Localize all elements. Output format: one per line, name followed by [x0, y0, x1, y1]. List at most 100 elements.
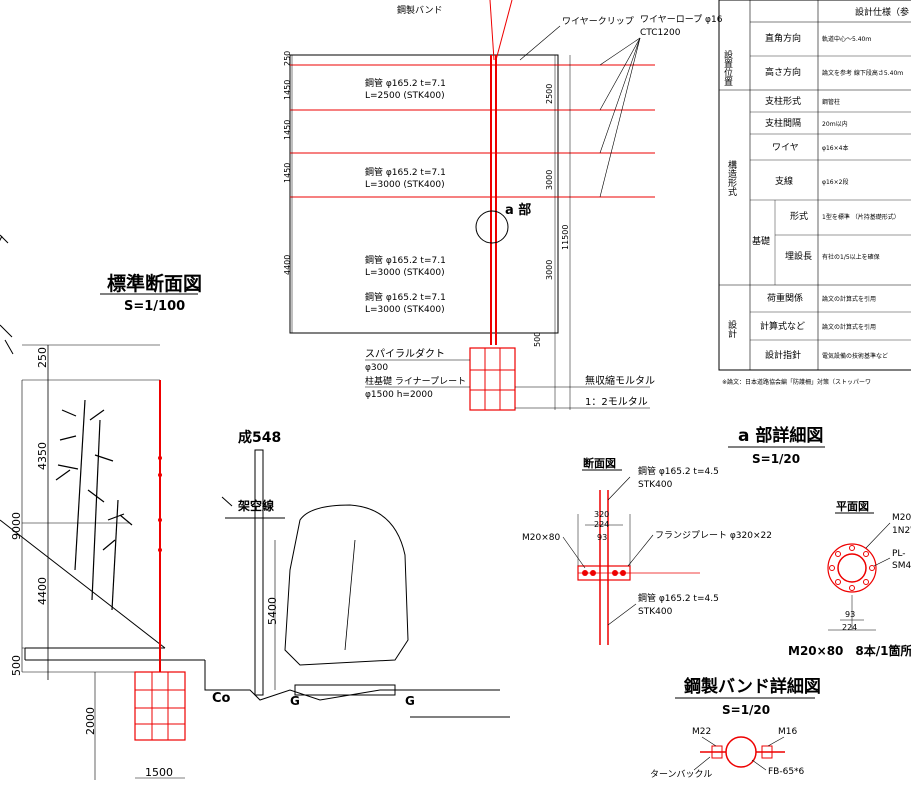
overhead-label: 架空線 — [237, 498, 274, 513]
plan-m20: M20 — [892, 513, 911, 523]
spec-item-6: 支線 — [775, 175, 793, 187]
dim-r3: 3000 — [545, 260, 554, 280]
plan-sm40: SM40 — [892, 561, 911, 571]
plan-1n2w: 1N2W — [892, 526, 911, 536]
plan-dim-224: 224 — [842, 623, 857, 632]
pipe1-line2: L=2500 (STK400) — [365, 91, 445, 101]
standard-section: 標準断面図 S=1/100 250 4350 9000 4400 500 200… — [0, 234, 510, 780]
spec-item-11: 設計指針 — [765, 349, 801, 361]
section-label: 断面図 — [583, 456, 616, 470]
footing-spec: φ1500 h=2000 — [365, 390, 433, 400]
dim-320: 320 — [594, 510, 609, 519]
spec-val-3: 鋼管柱 — [822, 98, 840, 106]
spec-footnote: ※論文：日本道路協会編「防護柵」対策（ストッパーワ — [722, 378, 871, 386]
dim-224: 224 — [594, 520, 609, 529]
pipe4-line2: L=3000 (STK400) — [365, 305, 445, 315]
spec-item-2: 高さ方向 — [765, 66, 801, 78]
dim-lower: 4400 — [36, 577, 49, 605]
spec-group-4: 設計 — [726, 319, 737, 339]
band-fb: FB-65*6 — [768, 767, 805, 777]
footing-label: 柱基礎 ライナープレート — [365, 375, 466, 387]
band-label: 鋼製バンド — [397, 4, 442, 16]
dim-l4: 1450 — [283, 163, 292, 183]
rope-label: ワイヤーロープ φ16 — [640, 14, 723, 25]
spec-item-5: ワイヤ — [772, 143, 799, 153]
plan-pl: PL- — [892, 549, 906, 559]
plan-dim-93: 93 — [845, 610, 855, 619]
pipe3-line2: L=3000 (STK400) — [365, 268, 445, 278]
bolt-label: M20×80 — [522, 533, 560, 543]
dim-93: 93 — [597, 533, 607, 542]
pipe3-line1: 鋼管 φ165.2 t=7.1 — [365, 254, 446, 266]
spec-group-3: 基礎 — [752, 235, 770, 247]
band-turnbuckle: ターンバックル — [650, 769, 712, 780]
spec-val-4: 20ｍ以内 — [822, 120, 848, 128]
spec-item-1: 直角方向 — [765, 32, 801, 44]
band-detail: 鋼製バンド詳細図 S=1/20 M22 M16 ターンバックル FB-65*6 — [650, 676, 821, 780]
spec-item-8: 埋設長 — [785, 250, 812, 262]
dim-footing: 2000 — [84, 707, 97, 735]
pipe-bot-line2: STK400 — [638, 607, 673, 617]
rope-spec: CTC1200 — [640, 28, 681, 38]
spec-item-4: 支柱間隔 — [765, 117, 801, 129]
spec-item-3: 支柱形式 — [765, 95, 801, 107]
dim-total: 9000 — [10, 512, 23, 540]
dim-l5: 4400 — [283, 255, 292, 275]
flange-label: フランジプレート φ320×22 — [655, 530, 772, 541]
band-ring — [725, 736, 757, 768]
pipe2-line2: L=3000 (STK400) — [365, 180, 445, 190]
dim-train: 5400 — [266, 597, 279, 625]
pipe-bot-line1: 鋼管 φ165.2 t=4.5 — [638, 592, 719, 604]
spec-val-1: 軌道中心〜5.40ｍ — [822, 35, 871, 43]
pipe-top-line2: STK400 — [638, 480, 673, 490]
band-m22: M22 — [692, 727, 711, 737]
spec-val-10: 論文の計算式を引用 — [822, 323, 876, 331]
a-part-label: a 部 — [505, 202, 531, 218]
bamboo-icon — [55, 399, 133, 611]
clip-label: ワイヤークリップ — [562, 16, 634, 27]
bamboo-leaf-icon — [0, 234, 14, 355]
dim-l2: 1450 — [283, 80, 292, 100]
main-scale: S=1/100 — [124, 299, 185, 314]
spec-header: 設計仕様（参 — [855, 6, 909, 18]
g-label-1: G — [290, 694, 300, 708]
g-label-2: G — [405, 694, 415, 708]
spec-item-10: 計算式など — [760, 320, 805, 332]
band-m16: M16 — [778, 727, 797, 737]
spec-val-6: φ16×2段 — [822, 178, 848, 186]
co-label: Co — [212, 691, 231, 706]
pipe2-line1: 鋼管 φ165.2 t=7.1 — [365, 166, 446, 178]
spec-table: 設計仕様（参 設置位置 直角方向 軌道中心〜5.40ｍ 高さ方向 論文を参考 線… — [718, 0, 911, 386]
a-detail: a 部詳細図 S=1/20 断面図 320 224 93 鋼管 φ165.2 t… — [522, 425, 911, 658]
spec-group-1: 設置位置 — [722, 49, 733, 86]
dim-base: 500 — [10, 655, 23, 676]
main-title: 標準断面図 — [107, 272, 202, 295]
elevation-view: a 部 鋼製バンド ワイヤークリップ ワイヤーロープ φ16 CTC1200 鋼… — [283, 0, 723, 411]
train-outline — [284, 504, 409, 666]
band-scale: S=1/20 — [722, 703, 770, 717]
spec-val-7: 1型を標準 （片持基礎形式） — [822, 213, 900, 221]
a-detail-title: a 部詳細図 — [738, 425, 823, 446]
spec-val-9: 論文の計算式を引用 — [822, 295, 876, 303]
duct-spec: φ300 — [365, 363, 388, 373]
spec-val-8: 有社の1/5以上を確保 — [822, 253, 880, 261]
dim-upper: 4350 — [36, 442, 49, 470]
mortar2-label: 1：2モルタル — [585, 396, 648, 408]
plan-label: 平面図 — [836, 499, 869, 513]
plan-flange-circle — [827, 543, 877, 593]
duct-label: スパイラルダクト — [365, 347, 445, 360]
spec-item-9: 荷重関係 — [767, 292, 803, 304]
pipe4-line1: 鋼管 φ165.2 t=7.1 — [365, 291, 446, 303]
a-detail-scale: S=1/20 — [752, 452, 800, 466]
spec-val-11: 電気設備の技術基準など — [822, 352, 888, 360]
dim-top: 250 — [36, 347, 49, 368]
spec-val-5: φ16×4本 — [822, 144, 848, 152]
spec-group-2: 構造形式 — [726, 159, 737, 196]
line-label: 成548 — [238, 429, 281, 446]
a-part-marker — [475, 210, 509, 244]
mortar-label: 無収縮モルタル — [585, 374, 655, 387]
dim-width: 1500 — [145, 766, 173, 779]
dim-l3: 1450 — [283, 120, 292, 140]
dim-r4: 500 — [533, 332, 542, 347]
